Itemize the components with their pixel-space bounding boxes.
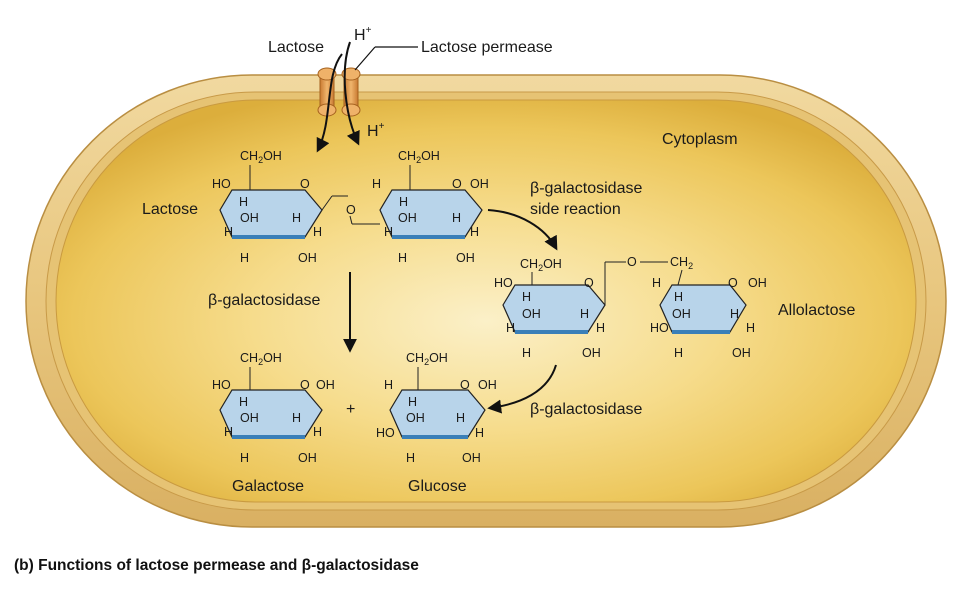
svg-text:H: H <box>239 195 248 209</box>
svg-text:CH2: CH2 <box>670 255 693 271</box>
svg-text:OH: OH <box>672 307 691 321</box>
svg-text:H: H <box>730 307 739 321</box>
svg-text:O: O <box>300 378 310 392</box>
svg-text:H: H <box>239 395 248 409</box>
svg-text:OH: OH <box>298 251 317 265</box>
svg-text:H: H <box>224 425 233 439</box>
svg-text:H: H <box>674 290 683 304</box>
svg-text:O: O <box>346 203 356 217</box>
svg-text:H: H <box>470 225 479 239</box>
svg-text:CH2OH: CH2OH <box>520 257 562 273</box>
svg-text:OH: OH <box>470 177 489 191</box>
lactose-label: Lactose <box>142 201 198 218</box>
svg-text:H: H <box>224 225 233 239</box>
svg-text:H: H <box>240 451 249 465</box>
svg-text:OH: OH <box>462 451 481 465</box>
svg-text:H: H <box>452 211 461 225</box>
svg-text:H: H <box>596 321 605 335</box>
svg-text:HO: HO <box>376 426 395 440</box>
svg-text:H: H <box>313 225 322 239</box>
svg-text:H: H <box>292 211 301 225</box>
lactose-molecule: CH2OH HO O H OH H H H H OH O CH2OH H O O… <box>212 149 489 265</box>
svg-text:H: H <box>384 225 393 239</box>
lactose-transport-arrow <box>316 53 343 153</box>
svg-text:H: H <box>372 177 381 191</box>
svg-text:H: H <box>674 346 683 360</box>
svg-text:H: H <box>384 378 393 392</box>
svg-text:H: H <box>746 321 755 335</box>
svg-text:H: H <box>240 251 249 265</box>
beta-gal-label-left: β-galactosidase <box>208 292 320 309</box>
svg-text:OH: OH <box>522 307 541 321</box>
permease-leader-line <box>354 46 376 71</box>
svg-text:OH: OH <box>398 211 417 225</box>
cytoplasm-label: Cytoplasm <box>662 131 738 148</box>
svg-text:H: H <box>475 426 484 440</box>
svg-text:H: H <box>580 307 589 321</box>
svg-text:OH: OH <box>582 346 601 360</box>
svg-text:H: H <box>408 395 417 409</box>
cytoplasm <box>55 99 917 503</box>
svg-text:H: H <box>652 276 661 290</box>
svg-text:H: H <box>522 290 531 304</box>
proton-outside-label: H+ <box>354 25 372 44</box>
svg-text:OH: OH <box>298 451 317 465</box>
svg-text:H: H <box>313 425 322 439</box>
galactose-label: Galactose <box>232 478 304 495</box>
svg-text:CH2OH: CH2OH <box>240 351 282 367</box>
svg-text:O: O <box>627 255 637 269</box>
side-reaction-arrow <box>487 209 558 251</box>
svg-text:HO: HO <box>494 276 513 290</box>
svg-text:O: O <box>460 378 470 392</box>
allolactose-molecule: CH2OH HO O H OH H H H H OH O CH2 H O OH … <box>494 255 767 360</box>
beta-gal-label-right: β-galactosidase <box>530 401 642 418</box>
proton-transport-arrow <box>343 41 360 146</box>
svg-text:H: H <box>456 411 465 425</box>
svg-text:OH: OH <box>406 411 425 425</box>
allolactose-hydrolysis-arrow <box>487 364 557 414</box>
svg-text:CH2OH: CH2OH <box>240 149 282 165</box>
svg-text:H: H <box>398 251 407 265</box>
side-reaction-label-2: side reaction <box>530 201 621 218</box>
svg-text:HO: HO <box>212 177 231 191</box>
figure-caption: (b) Functions of lactose permease and β-… <box>14 557 419 574</box>
svg-text:CH2OH: CH2OH <box>398 149 440 165</box>
side-reaction-label-1: β-galactosidase <box>530 180 642 197</box>
svg-text:OH: OH <box>240 411 259 425</box>
svg-text:H: H <box>506 321 515 335</box>
svg-text:OH: OH <box>316 378 335 392</box>
svg-text:HO: HO <box>650 321 669 335</box>
svg-text:O: O <box>584 276 594 290</box>
svg-text:O: O <box>452 177 462 191</box>
galactose-molecule: CH2OH HO O OH H OH H H H H OH <box>212 351 335 465</box>
svg-text:HO: HO <box>212 378 231 392</box>
allolactose-label: Allolactose <box>778 302 855 319</box>
glucose-label: Glucose <box>408 478 467 495</box>
svg-text:OH: OH <box>240 211 259 225</box>
svg-text:H: H <box>406 451 415 465</box>
glucose-molecule: CH2OH H O OH H OH HO H H H OH <box>376 351 497 465</box>
svg-text:O: O <box>728 276 738 290</box>
svg-text:CH2OH: CH2OH <box>406 351 448 367</box>
permease-label: Lactose permease <box>421 39 553 56</box>
svg-text:H: H <box>399 195 408 209</box>
svg-text:H: H <box>292 411 301 425</box>
svg-text:OH: OH <box>478 378 497 392</box>
svg-text:OH: OH <box>748 276 767 290</box>
svg-text:H: H <box>522 346 531 360</box>
plus-sign: + <box>346 401 355 418</box>
svg-text:O: O <box>300 177 310 191</box>
svg-text:OH: OH <box>732 346 751 360</box>
svg-text:OH: OH <box>456 251 475 265</box>
lactose-outside-label: Lactose <box>268 39 324 56</box>
